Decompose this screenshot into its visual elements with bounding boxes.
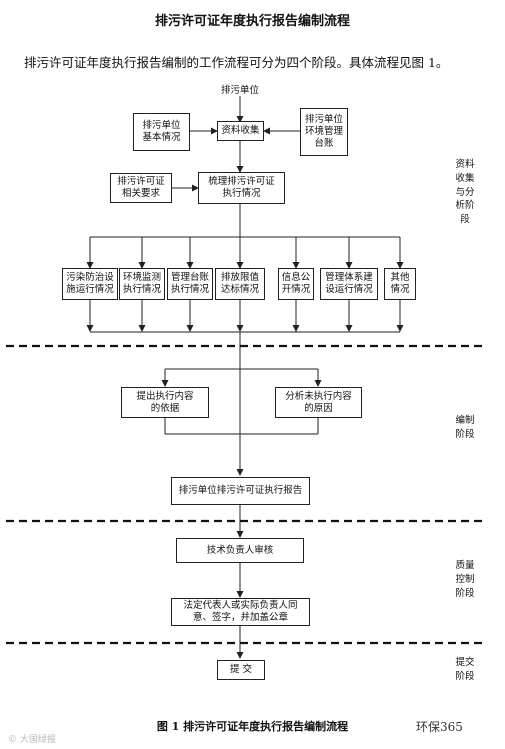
figure-caption: 图 1 排污许可证年度执行报告编制流程 (156, 720, 349, 733)
item-info-disclosure-box: 信息公 开情况 (278, 268, 314, 300)
item-monitoring-box: 环境监测 执行情况 (119, 268, 165, 300)
item-management-system-box: 管理体系建 设运行情况 (320, 268, 378, 300)
submit-box: 提 交 (217, 660, 265, 680)
env-ledger-box: 排污单位 环境管理 台账 (300, 108, 348, 156)
stage-label-collection: 资料 收集 与分 析阶 段 (455, 159, 475, 226)
stage-label-compile: 编制 阶段 (455, 415, 475, 440)
item-pollution-facility-box: 污染防治设 施运行情况 (62, 268, 118, 300)
data-collection-box: 资料收集 (217, 121, 264, 141)
reason-box: 分析未执行内容 的原因 (275, 387, 362, 418)
top-label: 排污单位 (220, 85, 259, 96)
review-box: 技术负责人审核 (176, 538, 304, 563)
watermark-right: 环保365 (416, 720, 463, 734)
sign-box: 法定代表人或实际负责人同 意、签字，并加盖公章 (171, 598, 310, 626)
stage-label-submit: 提交 阶段 (455, 657, 475, 682)
item-ledger-box: 管理台账 执行情况 (167, 268, 213, 300)
permit-requirements-box: 排污许可证 相关要求 (110, 173, 172, 203)
basis-box: 提出执行内容 的依据 (121, 387, 209, 418)
intro-paragraph: 排污许可证年度执行报告编制的工作流程可分为四个阶段。具体流程见图 1。 (24, 55, 449, 70)
item-other-box: 其他 情况 (384, 268, 416, 300)
item-emission-limit-box: 排放限值 达标情况 (215, 268, 265, 300)
stage-label-quality: 质量 控制 阶段 (455, 560, 475, 599)
watermark-left: © 大国绿报 (8, 735, 56, 745)
sort-execution-box: 梳理排污许可证 执行情况 (198, 172, 285, 204)
basic-info-box: 排污单位 基本情况 (133, 113, 190, 151)
report-box: 排污单位排污许可证执行报告 (171, 477, 310, 505)
page-title: 排污许可证年度执行报告编制流程 (154, 14, 350, 29)
